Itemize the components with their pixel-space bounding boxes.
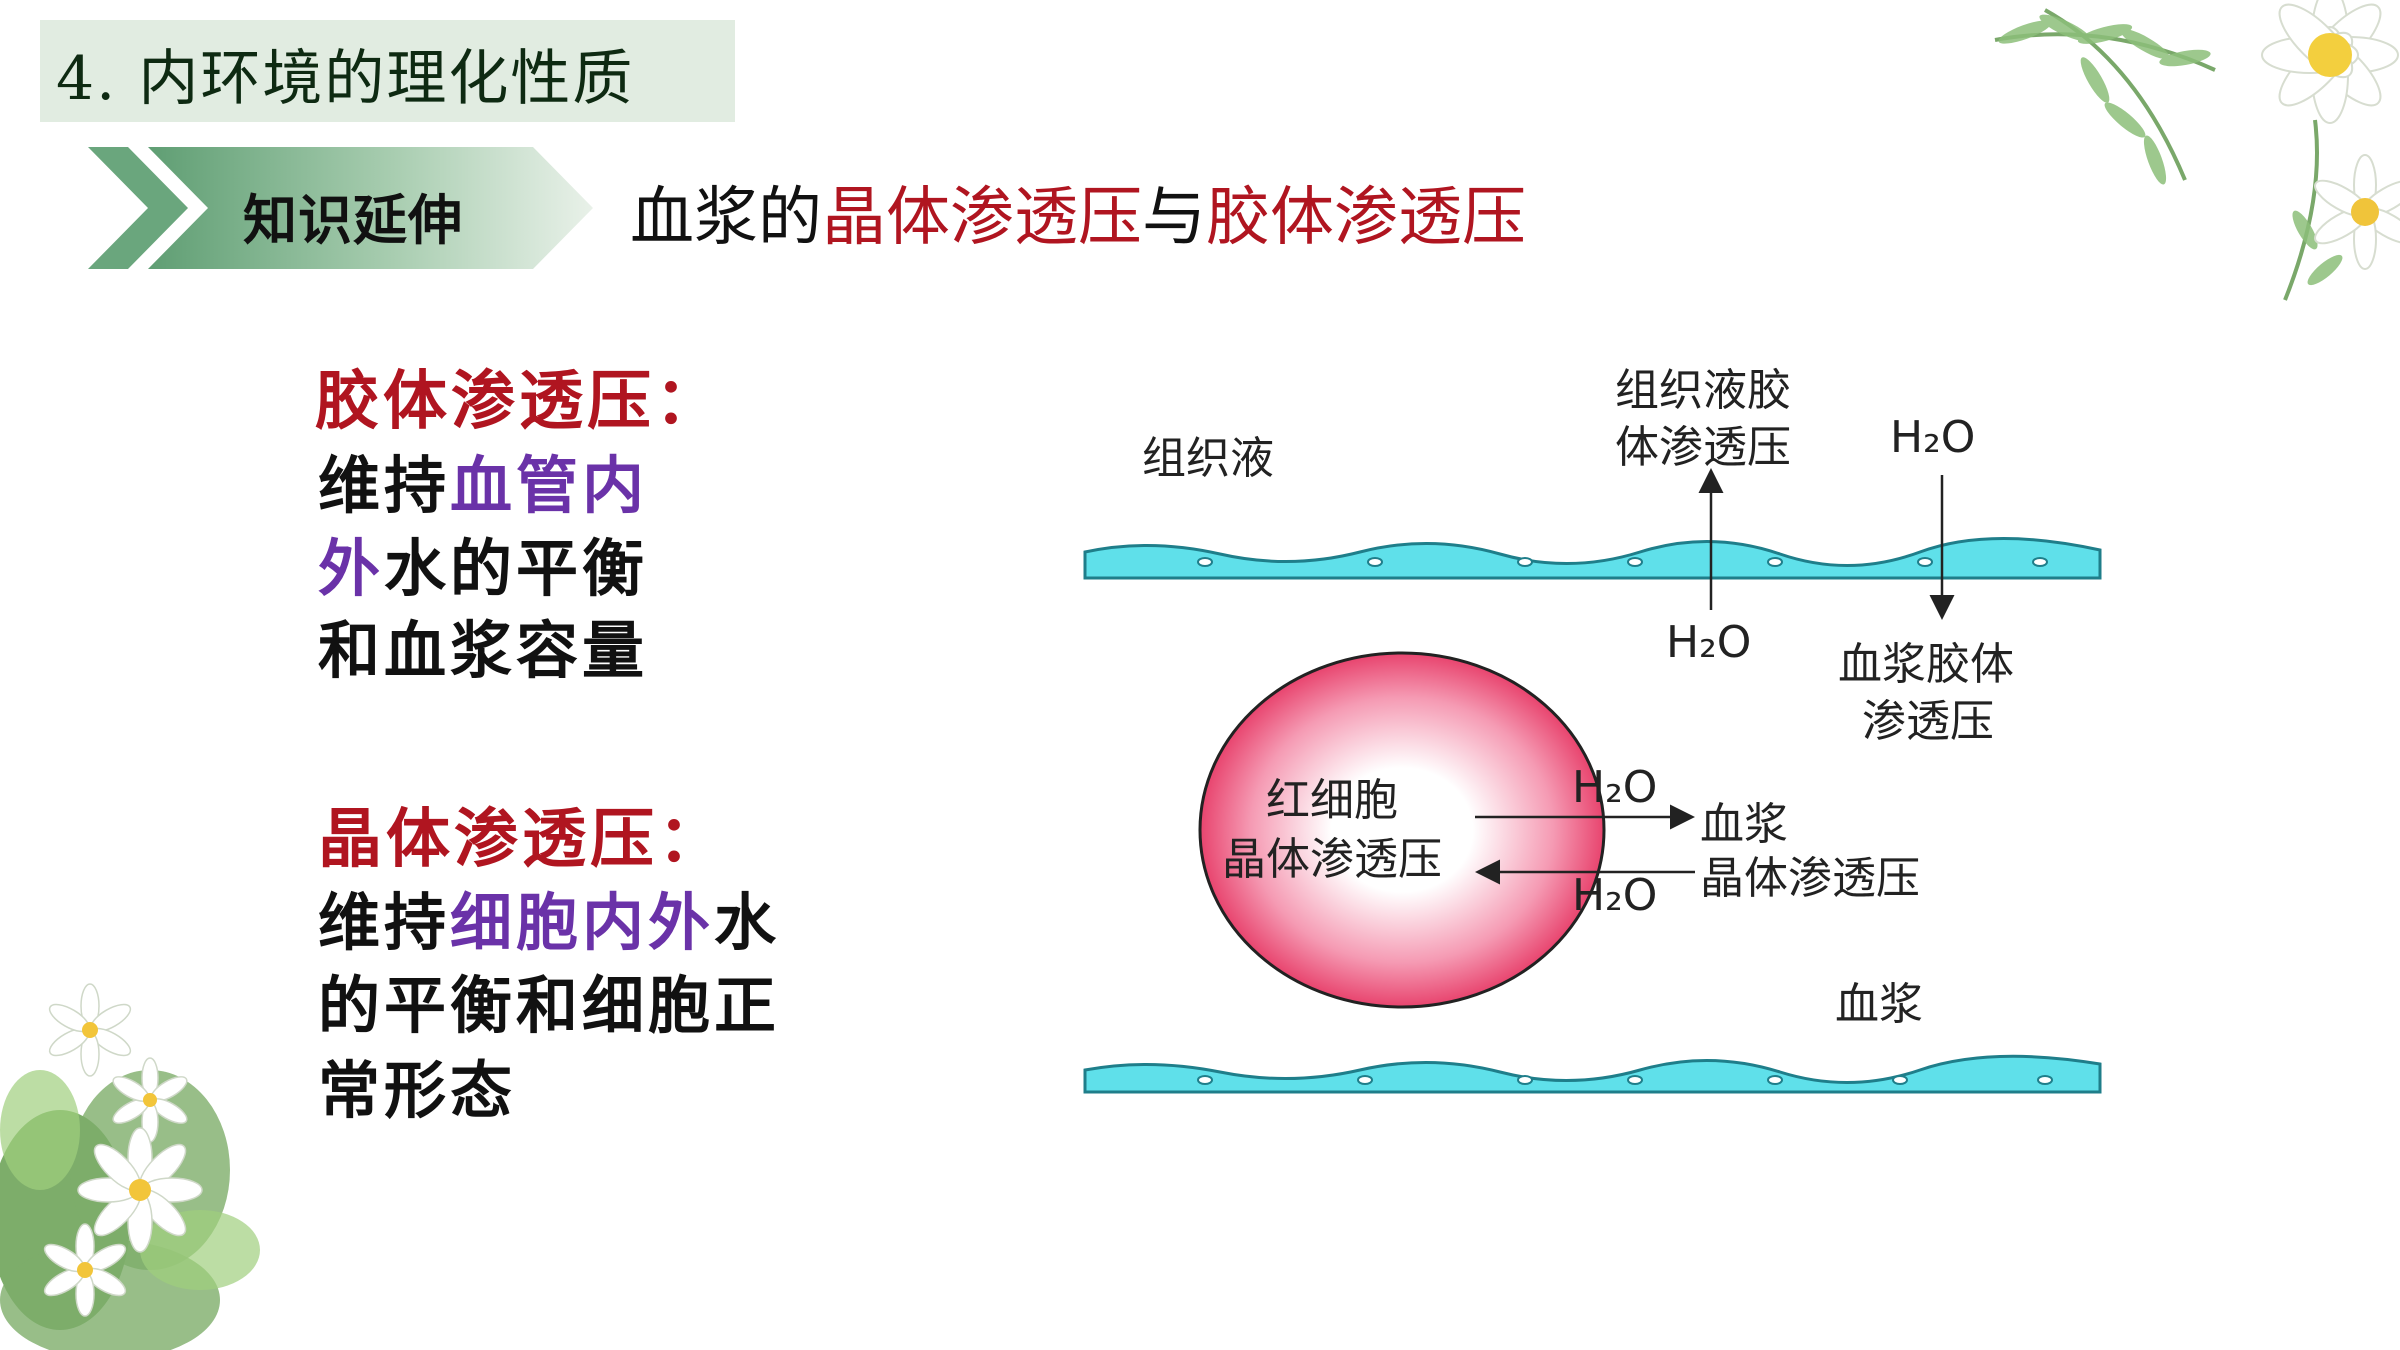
subtitle-part-1: 血浆的 [630, 181, 822, 255]
tissue-colloid-label-1: 组织液胶 [1615, 365, 1791, 416]
rbc-label-2: 晶体渗透压 [1222, 834, 1442, 885]
tissue-fluid-label: 组织液 [1142, 433, 1274, 484]
rbc-label-1: 红细胞 [1266, 775, 1398, 826]
bottom-wall-nuclei [1197, 1075, 2053, 1085]
colloid-line-3: 和血浆容量 [318, 614, 649, 687]
plasma-crystal-label-2: 晶体渗透压 [1700, 853, 1920, 904]
colloid-line-1: 维持血管内 [318, 435, 648, 525]
plasma-label: 血浆 [1835, 979, 1923, 1030]
plasma-colloid-label-2: 渗透压 [1862, 696, 1994, 747]
subtitle-colloid-term: 胶体渗透压 [1206, 181, 1526, 255]
crystal-line-2: 的平衡和细胞正 [318, 969, 781, 1042]
tissue-colloid-label-2: 体渗透压 [1615, 422, 1791, 473]
plasma-crystal-label-1: 血浆 [1700, 799, 1788, 850]
crystal-line-1c: 水 [714, 886, 781, 959]
title-bar [40, 20, 735, 122]
colloid-line-2: 外水的平衡 [318, 518, 648, 608]
flower-decoration-top-right [1994, 0, 2400, 301]
colloid-line-2b: 水的平衡 [384, 532, 649, 605]
crystal-line-1b: 细胞内外 [450, 886, 715, 959]
top-vessel-wall [1083, 537, 2102, 580]
page-title: 4. 内环境的理化性质 [56, 44, 635, 114]
plasma-colloid-label-1: 血浆胶体 [1838, 639, 2014, 690]
bottom-vessel-wall [1083, 1054, 2102, 1094]
osmotic-pressure-diagram: 组织液 组织液胶 体渗透压 H₂O H₂O 血浆胶体 渗透压 红细胞 晶体渗透压… [1070, 340, 2130, 1110]
h2o-in-label: H₂O [1572, 870, 1658, 921]
crystal-line-3: 常形态 [318, 1054, 517, 1127]
crystal-line-1: 维持细胞内外水 [318, 872, 780, 962]
colloid-title: 胶体渗透压： [315, 365, 723, 439]
h2o-out-label: H₂O [1572, 762, 1658, 813]
chevron-tag-shape [88, 147, 593, 269]
crystal-title: 晶体渗透压： [318, 803, 726, 877]
h2o-top-mid-label: H₂O [1666, 617, 1752, 668]
subtitle-crystal-term: 晶体渗透压 [822, 181, 1142, 255]
tag-label: 知识延伸 [243, 189, 463, 252]
slide-subtitle: 血浆的晶体渗透压与胶体渗透压 [630, 166, 1526, 258]
colloid-line-2a: 外 [318, 532, 385, 605]
diagram-graphics [1083, 468, 2102, 1094]
top-wall-nuclei [1197, 557, 2048, 567]
h2o-top-right-label: H₂O [1890, 412, 1976, 463]
colloid-line-1b: 血管内 [450, 449, 649, 522]
crystal-line-1a: 维持 [318, 886, 451, 959]
red-blood-cell [1198, 651, 1606, 1009]
subtitle-part-3: 与 [1142, 181, 1206, 255]
colloid-line-1a: 维持 [318, 449, 451, 522]
flower-decoration-bottom-left [0, 983, 260, 1350]
